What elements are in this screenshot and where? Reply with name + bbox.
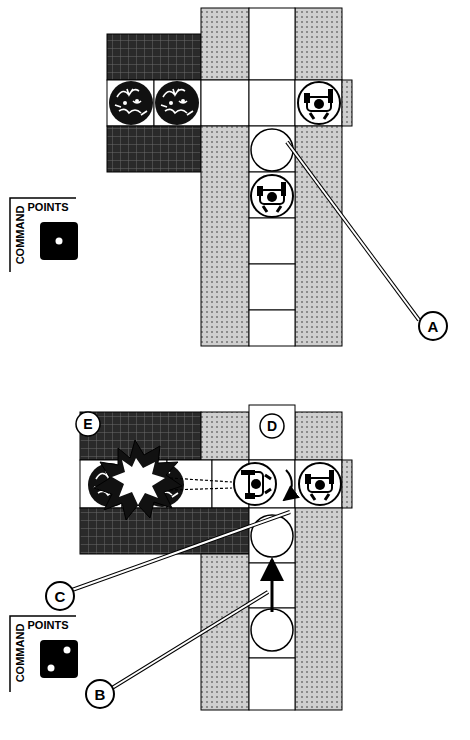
callout-letter: E — [83, 417, 92, 431]
callout-letter: D — [267, 419, 277, 433]
command-label: COMMAND — [15, 624, 26, 683]
command-label: COMMAND — [15, 206, 26, 265]
points-label: POINTS — [28, 202, 69, 213]
callout-letter: B — [95, 687, 106, 702]
callout-letter: A — [428, 319, 439, 334]
callout-letter: C — [55, 589, 66, 604]
points-label: POINTS — [28, 620, 69, 631]
